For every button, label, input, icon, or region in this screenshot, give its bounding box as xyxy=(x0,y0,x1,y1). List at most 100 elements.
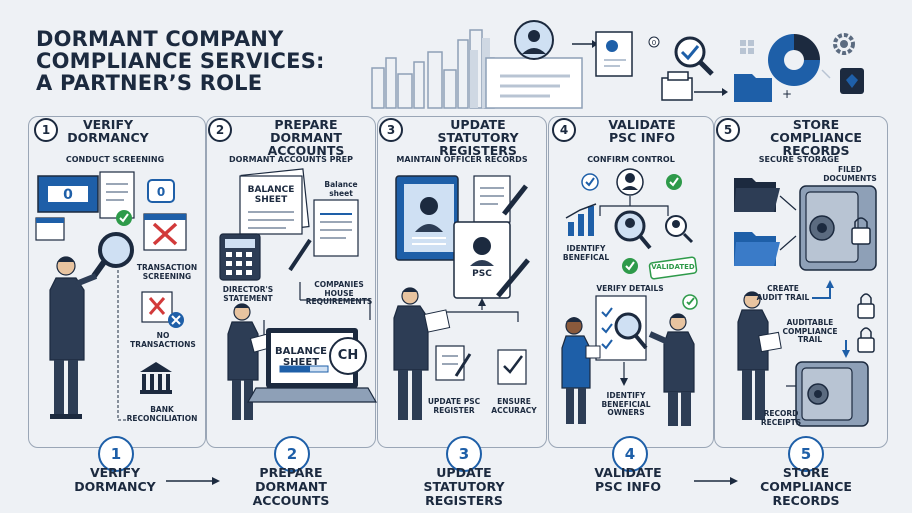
grid-icon xyxy=(740,40,754,54)
step-head-3: 3 UPDATE STATUTORY REGISTERS xyxy=(379,118,547,157)
safe-icon xyxy=(795,361,869,427)
step-subtitle: CONDUCT SCREENING xyxy=(65,155,165,164)
step-number: 3 xyxy=(379,118,403,142)
label-companies-house: COMPANIES HOUSE REQUIREMENTS xyxy=(305,280,373,306)
step-title: PREPARE DORMANT ACCOUNTS xyxy=(267,117,345,158)
svg-text:0: 0 xyxy=(157,185,165,199)
check-icon xyxy=(116,210,132,226)
label-balance-sheet-small: Balance sheet xyxy=(324,180,358,198)
businessman-icon xyxy=(648,313,695,426)
magnifier-icon xyxy=(91,232,134,278)
magnifier-person-icon xyxy=(665,215,694,244)
validated-stamp-icon xyxy=(648,256,698,280)
step-number: 4 xyxy=(552,118,576,142)
pen-icon xyxy=(496,258,530,298)
document-icon xyxy=(473,175,511,223)
folder-icon xyxy=(734,178,780,212)
bottom-step-number: 2 xyxy=(274,436,310,472)
bottom-step-number: 4 xyxy=(612,436,648,472)
laptop-icon xyxy=(246,328,378,403)
folder-icon xyxy=(734,74,772,102)
checklist-icon xyxy=(497,349,527,385)
label-identify-benefical: IDENTIFY BENEFICAL xyxy=(562,244,610,262)
lock-icon xyxy=(851,217,871,245)
arrow-right-icon xyxy=(166,477,220,485)
step-head-5: 5 STORE COMPLIANCE RECORDS xyxy=(716,118,886,157)
label-no-transactions: NO TRANSACTIONS xyxy=(130,331,196,349)
no-transactions-icon xyxy=(141,291,184,328)
step-subtitle: CONFIRM CONTROL xyxy=(587,155,675,164)
person-document-icon xyxy=(595,31,633,77)
label-balance-sheet-main: BALANCE SHEET xyxy=(247,185,295,205)
filing-box-icon xyxy=(661,71,693,101)
bottom-step-label: VALIDATE PSC INFO xyxy=(594,465,662,494)
step-number: 5 xyxy=(716,118,740,142)
safe-icon xyxy=(799,185,877,271)
svg-text:0: 0 xyxy=(63,187,73,203)
document-icon xyxy=(313,199,359,257)
label-record-receipts: RECORD RECEIPTS xyxy=(760,409,802,427)
label-filed-documents: FILED DOCUMENTS xyxy=(823,165,877,183)
error-document-icon xyxy=(143,213,187,251)
page-title: DORMANT COMPANY COMPLIANCE SERVICES: A P… xyxy=(36,27,325,95)
label-validated: VALIDATED xyxy=(651,263,695,271)
bottom-step-label: UPDATE STATUTORY REGISTERS xyxy=(423,465,505,508)
person-avatar-icon xyxy=(616,168,644,196)
bottom-step-number: 1 xyxy=(98,436,134,472)
step-title: VERIFY DORMANCY xyxy=(67,117,149,145)
bottom-step-label: STORE COMPLIANCE RECORDS xyxy=(760,465,852,508)
pie-chart-icon xyxy=(768,34,820,86)
label-auditable-compliance-trail: AUDITABLE COMPLIANCE TRAIL xyxy=(782,318,838,344)
step-number: 1 xyxy=(34,118,58,142)
monitor-icon xyxy=(37,175,99,213)
update-document-icon xyxy=(435,345,472,381)
bank-icon xyxy=(140,362,172,394)
label-directors-statement: DIRECTOR'S STATEMENT xyxy=(222,285,274,303)
label-identify-beneficial-owners: IDENTIFY BENEFICIAL OWNERS xyxy=(601,391,651,417)
arrow-right-icon xyxy=(694,477,738,485)
step-subtitle: DORMANT ACCOUNTS PREP xyxy=(229,155,353,164)
step-title: VALIDATE PSC INFO xyxy=(608,117,676,145)
header-badge-digit: 0 xyxy=(652,39,656,47)
step-head-4: 4 VALIDATE PSC INFO xyxy=(552,118,702,144)
window-icon xyxy=(35,217,65,241)
gear-icon xyxy=(833,33,855,55)
step-subtitle: MAINTAIN OFFICER RECORDS xyxy=(396,155,528,164)
label-psc: PSC xyxy=(472,269,492,279)
businessman-icon xyxy=(393,287,451,420)
bottom-step-label: PREPARE DORMANT ACCOUNTS xyxy=(252,465,330,508)
svg-text:+: + xyxy=(782,87,792,101)
pen-icon xyxy=(502,184,528,216)
bottom-step-label: VERIFY DORMANCY xyxy=(74,465,156,494)
balance-sheet-stack-icon xyxy=(239,168,310,235)
step-title: STORE COMPLIANCE RECORDS xyxy=(770,117,862,158)
check-icon xyxy=(666,174,682,190)
magnifier-person-icon xyxy=(614,210,652,250)
magnifier-check-icon xyxy=(674,36,714,76)
psc-card-icon xyxy=(453,221,511,299)
growth-chart-icon xyxy=(565,203,597,236)
step-number: 2 xyxy=(208,118,232,142)
step-subtitle: SECURE STORAGE xyxy=(758,155,840,164)
businesswoman-icon xyxy=(561,317,601,424)
counter-badge-icon xyxy=(147,179,175,203)
label-bank-reconciliation: BANK RECONCILIATION xyxy=(126,405,198,423)
check-icon xyxy=(682,294,698,310)
bottom-step-number: 3 xyxy=(446,436,482,472)
label-ensure-accuracy: ENSURE ACCURACY xyxy=(491,397,537,415)
lock-icon xyxy=(857,327,875,353)
label-verify-details: VERIFY DETAILS xyxy=(596,284,664,293)
verify-document-icon xyxy=(595,295,648,361)
check-icon xyxy=(581,173,599,191)
label-transaction-screening: TRANSACTION SCREENING xyxy=(136,263,198,281)
pen-icon xyxy=(288,238,312,272)
step-title: UPDATE STATUTORY REGISTERS xyxy=(437,117,519,158)
step-head-1: 1 VERIFY DORMANCY xyxy=(34,118,152,144)
label-ch: CH xyxy=(337,348,359,363)
